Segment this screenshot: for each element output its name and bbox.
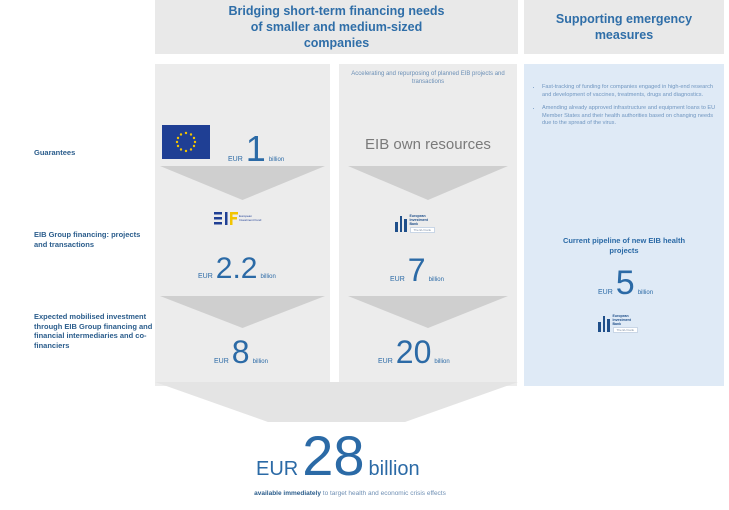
row-label-guarantees: Guarantees (34, 148, 76, 157)
chevron-col2-2 (348, 296, 508, 328)
eib-logo-col3-text: European Investment Bank (612, 314, 631, 326)
col2-financing-currency: EUR (390, 276, 405, 283)
emergency-bullets: Fast-tracking of funding for companies e… (532, 84, 720, 134)
footer-bold: available immediately (254, 490, 321, 497)
eu-stars-icon (175, 131, 197, 153)
eib-logo-col2-tag: The EU bank (409, 227, 436, 233)
header-right-text: Supporting emergency measures (555, 12, 693, 42)
pipeline-currency: EUR (598, 289, 613, 296)
eib-logo-col2-text: European Investment Bank (409, 214, 428, 226)
pipeline-title: Current pipeline of new EIB health proje… (562, 236, 686, 255)
own-resources-label: EIB own resources (365, 136, 491, 153)
eib-logo-col3: European Investment Bank The EU bank (598, 314, 639, 333)
guarantee-value: 1 (245, 128, 266, 169)
pipeline-value: 5 (615, 264, 635, 302)
footer-text: available immediately to target health a… (140, 490, 560, 497)
column-own-resources (339, 64, 517, 386)
guarantee-currency: EUR (228, 156, 243, 163)
eu-flag-logo (162, 125, 210, 159)
eib-bars-icon (598, 315, 610, 332)
guarantee-amount: EUR 1 billion (228, 128, 284, 170)
pipeline-unit: billion (637, 290, 654, 296)
col1-mobilised-unit: billion (252, 359, 268, 365)
row-label-group-financing: EIB Group financing: projects and transa… (34, 230, 141, 249)
total-funnel (155, 382, 518, 422)
col2-financing-unit: billion (428, 277, 444, 283)
chevron-col1-2 (160, 296, 325, 328)
column-guarantees (155, 64, 330, 386)
header-left-text: Bridging short-term financing needs of s… (228, 4, 445, 50)
total-unit: billion (368, 458, 420, 480)
col2-financing-value: 7 (407, 252, 426, 288)
header-right: Supporting emergency measures (524, 0, 724, 54)
col2-mobilised-unit: billion (434, 359, 450, 365)
eif-logo-icon (214, 212, 238, 225)
emergency-bullet-2: Amending already approved infrastructure… (542, 105, 720, 128)
emergency-bullet-1: Fast-tracking of funding for companies e… (542, 84, 720, 99)
col1-mobilised-amount: EUR 8 billion (214, 334, 268, 371)
col2-mobilised-value: 20 (395, 334, 432, 370)
total-value: 28 (302, 424, 365, 487)
eif-logo: European Investment Fund (214, 210, 264, 238)
col2-financing-amount: EUR 7 billion (390, 252, 444, 289)
eif-financing-currency: EUR (198, 273, 213, 280)
pipeline-amount: EUR 5 billion (598, 264, 653, 303)
eib-bars-icon (395, 215, 407, 232)
col2-note: Accelerating and repurposing of planned … (351, 71, 505, 85)
guarantee-unit: billion (268, 157, 285, 163)
chevron-col2-1 (348, 166, 508, 200)
eif-logo-text: European Investment Fund (239, 214, 262, 222)
footer-rest: to target health and economic crisis eff… (320, 490, 446, 497)
total-amount: EUR 28 billion (256, 428, 420, 484)
eif-financing-unit: billion (260, 274, 276, 280)
eib-logo-col2: European Investment Bank The EU bank (395, 214, 436, 233)
col2-mobilised-amount: EUR 20 billion (378, 334, 450, 371)
col1-mobilised-value: 8 (231, 334, 250, 370)
chevron-col1-1 (160, 166, 325, 200)
col2-mobilised-currency: EUR (378, 358, 393, 365)
eif-financing-value: 2.2 (215, 252, 258, 285)
total-currency: EUR (256, 458, 299, 480)
eib-logo-col3-tag: The EU bank (612, 327, 639, 333)
row-label-mobilised: Expected mobilised investment through EI… (34, 312, 153, 350)
eif-financing-amount: EUR 2.2 billion (198, 252, 276, 286)
header-left: Bridging short-term financing needs of s… (155, 0, 518, 54)
col1-mobilised-currency: EUR (214, 358, 229, 365)
